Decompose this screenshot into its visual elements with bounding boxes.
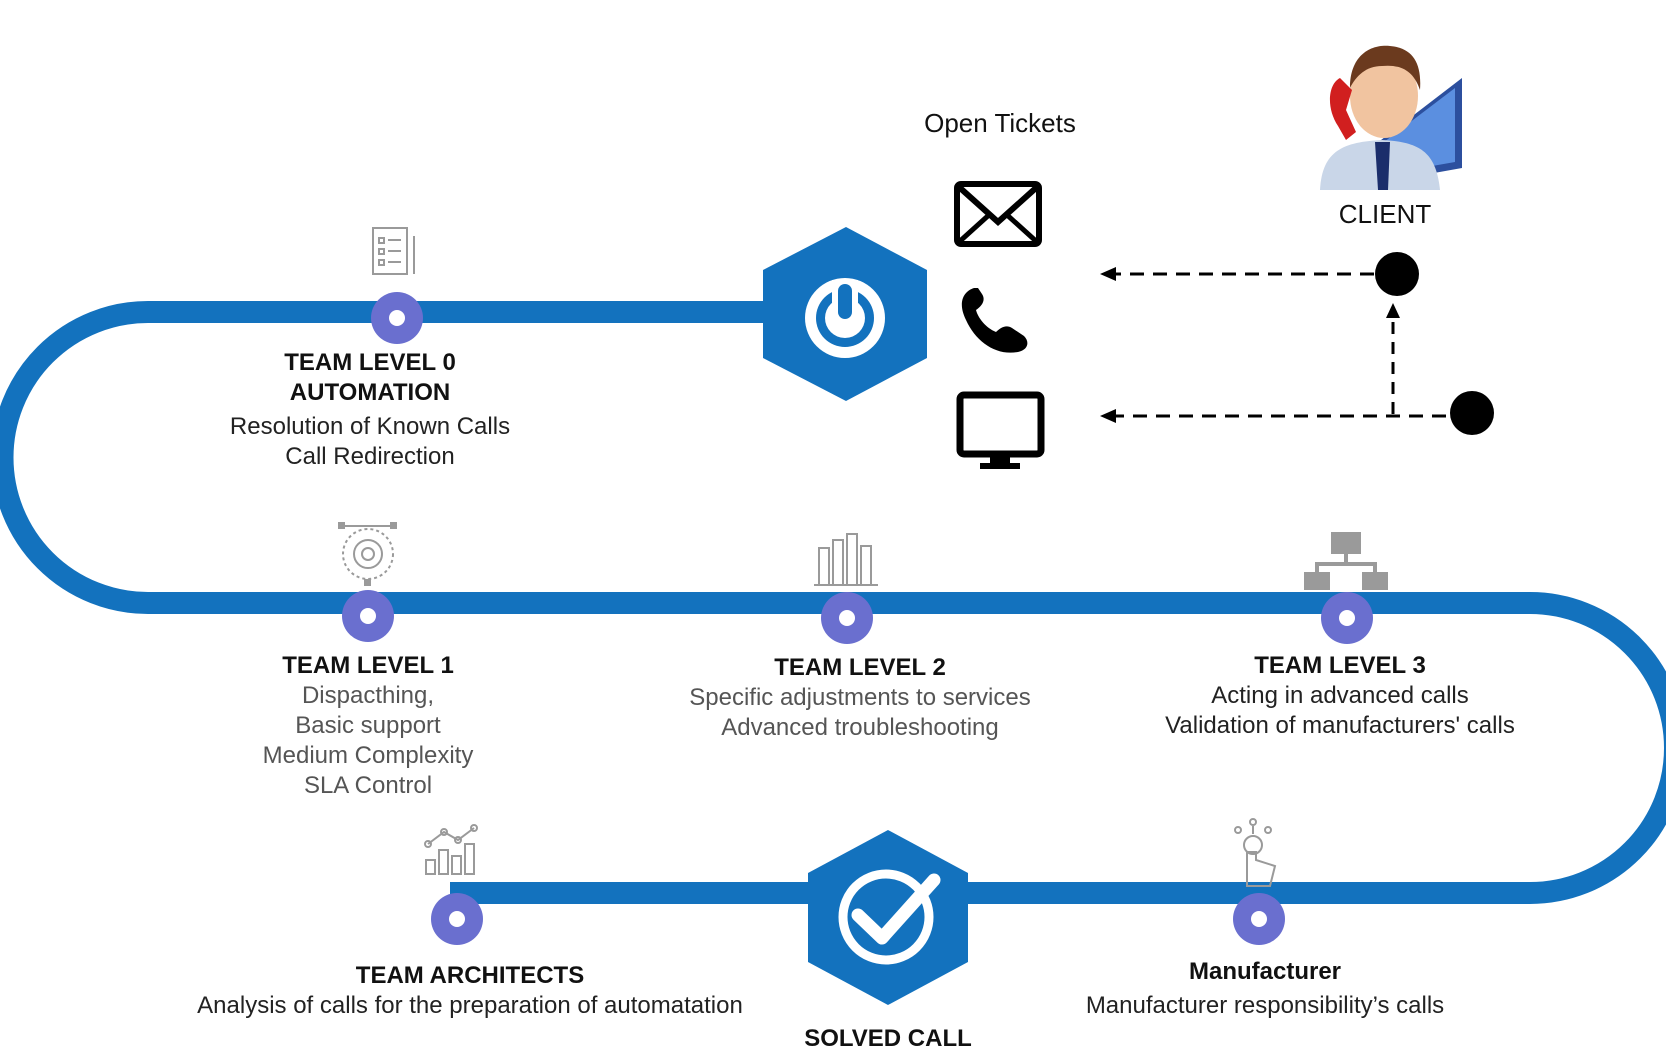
open-tickets-text: Open Tickets <box>924 108 1076 138</box>
phone-icon <box>961 288 1028 353</box>
gear-design-icon <box>338 522 397 586</box>
node-level2 <box>821 592 873 644</box>
level0-block: TEAM LEVEL 0 AUTOMATION Resolution of Kn… <box>200 348 540 472</box>
level1-line-1: Dispacthing, <box>301 682 435 709</box>
manufacturer-title: Manufacturer <box>1188 958 1342 985</box>
growth-chart-icon <box>424 824 478 875</box>
level1-title: TEAM LEVEL 1 <box>282 652 454 679</box>
node-architects <box>431 893 483 945</box>
touch-hand-icon <box>1234 818 1277 887</box>
start-hexagon <box>763 227 927 401</box>
monitor-icon <box>956 391 1045 469</box>
checkmark-icon <box>851 873 941 945</box>
level3-line-2: Validation of manufacturers' calls <box>1165 712 1515 739</box>
node-level1 <box>342 590 394 642</box>
level1-block: TEAM LEVEL 1 Dispacthing, Basic support … <box>218 651 518 801</box>
level2-line-1: Specific adjustments to services <box>689 684 1031 711</box>
level0-line-2: Call Redirection <box>285 443 455 470</box>
client-avatar <box>1320 45 1462 190</box>
level3-title: TEAM LEVEL 3 <box>1254 652 1426 679</box>
client-connector <box>1100 252 1494 435</box>
client-label: CLIENT <box>1320 198 1450 230</box>
level3-block: TEAM LEVEL 3 Acting in advanced calls Va… <box>1130 651 1550 741</box>
architects-title: TEAM ARCHITECTS <box>355 962 585 989</box>
solved-call-label: SOLVED CALL <box>768 1024 1008 1054</box>
network-icon <box>1304 532 1388 590</box>
solved-hexagon <box>808 830 968 1005</box>
level2-line-2: Advanced troubleshooting <box>721 714 999 741</box>
level1-line-2: Basic support <box>295 712 441 739</box>
checklist-icon <box>372 227 415 275</box>
node-level0 <box>371 292 423 344</box>
envelope-icon <box>954 181 1042 247</box>
architects-block: TEAM ARCHITECTS Analysis of calls for th… <box>150 961 790 1021</box>
level1-line-3: Medium Complexity <box>262 742 474 769</box>
level0-title: TEAM LEVEL 0 <box>284 349 456 376</box>
architects-line-1: Analysis of calls for the preparation of… <box>197 992 743 1019</box>
client-label-text: CLIENT <box>1338 199 1432 229</box>
manufacturer-line-1: Manufacturer responsibility’s calls <box>1085 992 1445 1019</box>
level0-subtitle: AUTOMATION <box>289 379 451 406</box>
building-chart-icon <box>814 533 878 586</box>
level2-block: TEAM LEVEL 2 Specific adjustments to ser… <box>660 653 1060 743</box>
manufacturer-block: Manufacturer Manufacturer responsibility… <box>1055 957 1475 1021</box>
node-manufacturer <box>1233 893 1285 945</box>
level1-line-4: SLA Control <box>303 772 433 799</box>
solved-call-text: SOLVED CALL <box>804 1025 972 1052</box>
level3-line-1: Acting in advanced calls <box>1211 682 1469 709</box>
level0-line-1: Resolution of Known Calls <box>229 413 511 440</box>
level2-title: TEAM LEVEL 2 <box>774 654 946 681</box>
open-tickets-label: Open Tickets <box>905 107 1095 139</box>
node-level3 <box>1321 592 1373 644</box>
